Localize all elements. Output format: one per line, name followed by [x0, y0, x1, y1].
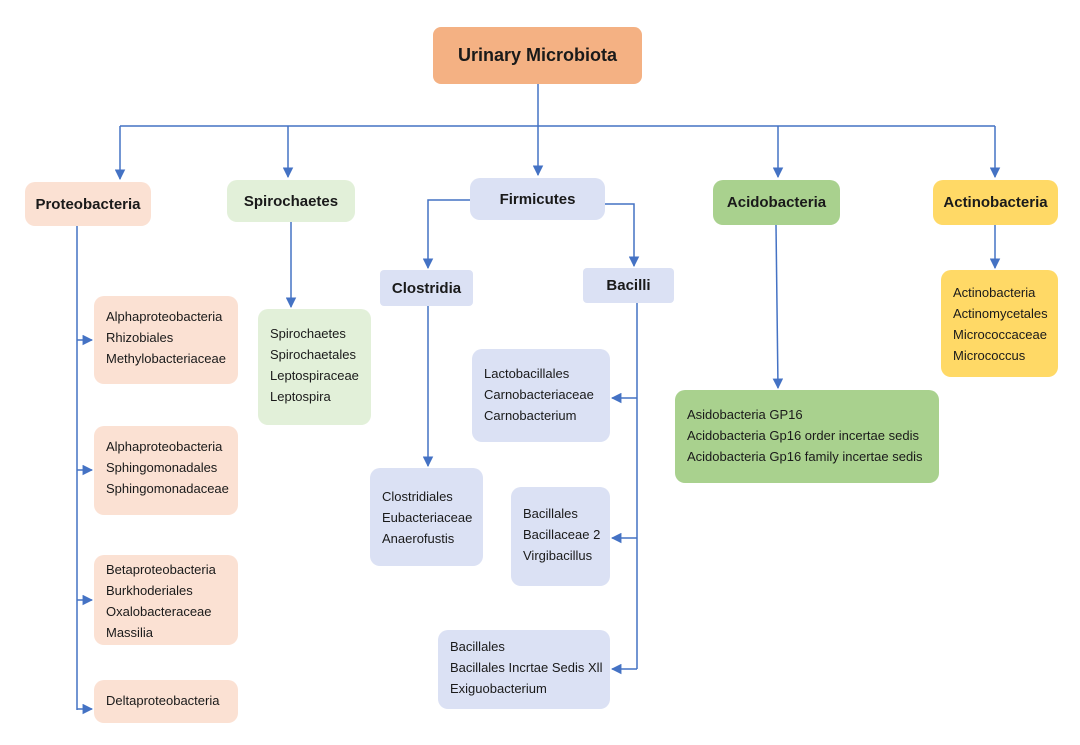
proteo-leaf-3: Betaproteobacteria Burkhoderiales Oxalob… — [94, 555, 238, 645]
leaf-line: Bacillales Incrtae Sedis Xll — [450, 660, 603, 675]
leaf-line: Oxalobacteraceae — [106, 604, 212, 619]
leaf-line: Actinomycetales — [953, 306, 1048, 321]
leaf-line: Sphingomonadales — [106, 460, 218, 475]
class-clostridia: Clostridia — [380, 270, 473, 306]
leaf-line: Eubacteriaceae — [382, 510, 473, 525]
leaf-line: Actinobacteria — [953, 285, 1036, 300]
bacilli-leaf-3: Bacillales Bacillales Incrtae Sedis Xll … — [438, 630, 610, 709]
proteo-leaf-2: Alphaproteobacteria Sphingomonadales Sph… — [94, 426, 238, 515]
leaf-line: Leptospiraceae — [270, 368, 359, 383]
phylum-proteobacteria: Proteobacteria — [25, 182, 151, 226]
leaf-line: Asidobacteria GP16 — [687, 407, 803, 422]
clostridia-leaf: Clostridiales Eubacteriaceae Anaerofusti… — [370, 468, 483, 566]
leaf-line: Bacillales — [450, 639, 505, 654]
leaf-line: Micrococcus — [953, 348, 1026, 363]
leaf-line: Alphaproteobacteria — [106, 309, 223, 324]
phylum-acidobacteria: Acidobacteria — [713, 180, 840, 225]
leaf-line: Betaproteobacteria — [106, 562, 216, 577]
class-clostridia-label: Clostridia — [391, 279, 462, 297]
arrow-to-clostridia — [422, 199, 470, 270]
leaf-line: Acidobacteria Gp16 order incertae sedis — [687, 428, 919, 443]
phylum-actinobacteria: Actinobacteria — [933, 180, 1058, 225]
leaf-line: Burkhoderiales — [106, 583, 193, 598]
leaf-line: Virgibacillus — [523, 548, 593, 563]
leaf-line: Exiguobacterium — [450, 681, 547, 696]
leaf-line: Massilia — [106, 625, 153, 640]
leaf-line: Rhizobiales — [106, 330, 174, 345]
leaf-line: Anaerofustis — [382, 531, 455, 546]
root-node: Urinary Microbiota — [433, 27, 642, 84]
leaf-line: Leptospira — [270, 389, 331, 404]
leaf-line: Spirochaetales — [270, 347, 356, 362]
leaf-line: Methylobacteriaceae — [106, 351, 226, 366]
leaf-line: Deltaproteobacteria — [106, 693, 220, 708]
leaf-line: Alphaproteobacteria — [106, 439, 223, 454]
leaf-line: Bacillales — [523, 506, 578, 521]
leaf-line: Lactobacillales — [484, 366, 570, 381]
phylum-proteobacteria-label: Proteobacteria — [35, 195, 141, 213]
leaf-line: Micrococcaceae — [953, 327, 1047, 342]
spiro-leaf: Spirochaetes Spirochaetales Leptospirace… — [258, 309, 371, 425]
leaf-line: Acidobacteria Gp16 family incertae sedis — [687, 449, 923, 464]
proteo-leaf-1: Alphaproteobacteria Rhizobiales Methylob… — [94, 296, 238, 384]
arrow-to-bacilli — [605, 203, 640, 268]
leaf-line: Carnobacteriaceae — [484, 387, 594, 402]
phylum-acidobacteria-label: Acidobacteria — [726, 194, 827, 211]
root-label: Urinary Microbiota — [457, 45, 618, 65]
leaf-line: Spirochaetes — [270, 326, 346, 341]
class-bacilli-label: Bacilli — [606, 277, 651, 294]
leaf-line: Sphingomonadaceae — [106, 481, 229, 496]
phylum-spirochaetes-label: Spirochaetes — [243, 192, 339, 210]
leaf-line: Clostridiales — [382, 489, 453, 504]
bacilli-leaf-1: Lactobacillales Carnobacteriaceae Carnob… — [472, 349, 610, 442]
phylum-firmicutes: Firmicutes — [470, 178, 605, 220]
actino-leaf: Actinobacteria Actinomycetales Micrococc… — [941, 270, 1058, 377]
phylum-actinobacteria-label: Actinobacteria — [943, 194, 1048, 211]
bacilli-leaf-2: Bacillales Bacillaceae 2 Virgibacillus — [511, 487, 610, 586]
leaf-line: Bacillaceae 2 — [523, 527, 601, 542]
proteo-leaf-4: Deltaproteobacteria — [94, 680, 238, 723]
class-bacilli: Bacilli — [583, 268, 674, 303]
arrow-to-acido-leaf — [772, 224, 784, 390]
leaf-line: Carnobacterium — [484, 408, 577, 423]
phylum-spirochaetes: Spirochaetes — [227, 180, 355, 222]
acido-leaf: Asidobacteria GP16 Acidobacteria Gp16 or… — [675, 390, 939, 483]
phylum-firmicutes-label: Firmicutes — [499, 190, 576, 208]
